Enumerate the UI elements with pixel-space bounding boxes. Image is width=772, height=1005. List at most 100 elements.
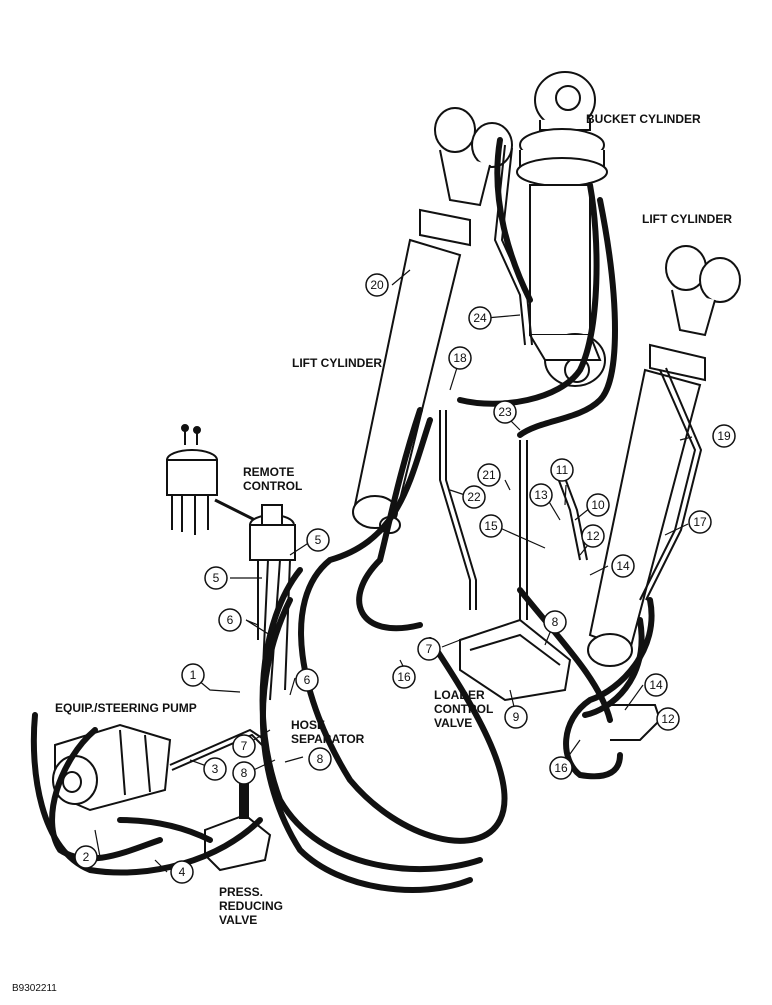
callout-14: 14 (644, 673, 668, 697)
callout-circle (448, 346, 472, 370)
callout-number: 22 (467, 490, 481, 504)
callout-number: 24 (473, 311, 487, 325)
callout-number: 7 (241, 739, 248, 753)
bucket-cylinder (516, 71, 608, 387)
right-lift-cylinder (587, 245, 741, 667)
callout-5: 5 (306, 528, 330, 552)
callout-circle (203, 757, 227, 781)
callout-circle (181, 663, 205, 687)
callout-circle (204, 566, 228, 590)
callout-number: 17 (693, 515, 707, 529)
equip-steering-pump-label: EQUIP./STEERING PUMP (55, 701, 197, 715)
callout-number: 8 (552, 615, 559, 629)
callout-15: 15 (479, 514, 503, 538)
callout-18: 18 (448, 346, 472, 370)
callout-9: 9 (504, 705, 528, 729)
callout-circle (468, 306, 492, 330)
callout-24: 24 (468, 306, 492, 330)
callout-number: 14 (616, 559, 630, 573)
callout-number: 19 (717, 429, 731, 443)
callout-7: 7 (417, 637, 441, 661)
callout-circle (529, 483, 553, 507)
callout-number: 18 (453, 351, 467, 365)
callout-circle (477, 463, 501, 487)
figure-code: B9302211 (12, 983, 57, 994)
callout-16: 16 (549, 756, 573, 780)
callout-number: 15 (484, 519, 498, 533)
callout-8: 8 (543, 610, 567, 634)
callout-1: 1 (181, 663, 205, 687)
callout-number: 1 (190, 668, 197, 682)
callout-circle (308, 747, 332, 771)
loader-control-valve (459, 618, 572, 702)
callout-circle (656, 707, 680, 731)
callout-22: 22 (462, 485, 486, 509)
callout-number: 6 (227, 613, 234, 627)
callout-circle (218, 608, 242, 632)
callout-number: 9 (513, 710, 520, 724)
callout-7: 7 (232, 734, 256, 758)
callout-number: 12 (661, 712, 675, 726)
callout-circle (295, 668, 319, 692)
callout-17: 17 (688, 510, 712, 534)
callout-circle (644, 673, 668, 697)
press-reducing-valve-label: PRESS. REDUCING VALVE (219, 885, 284, 927)
callout-number: 20 (370, 278, 384, 292)
callout-20: 20 (365, 273, 389, 297)
callout-14: 14 (611, 554, 635, 578)
callout-21: 21 (477, 463, 501, 487)
callout-circle (417, 637, 441, 661)
callout-number: 12 (586, 529, 600, 543)
callout-5: 5 (204, 566, 228, 590)
callout-6: 6 (218, 608, 242, 632)
callout-16: 16 (392, 665, 416, 689)
callout-circle (74, 845, 98, 869)
callout-number: 8 (241, 766, 248, 780)
remote-control (166, 424, 296, 701)
callout-6: 6 (295, 668, 319, 692)
callout-circle (232, 761, 256, 785)
callout-circle (365, 273, 389, 297)
callout-number: 13 (534, 488, 548, 502)
callout-circle (392, 665, 416, 689)
callout-13: 13 (529, 483, 553, 507)
callout-circle (170, 860, 194, 884)
callout-number: 7 (426, 642, 433, 656)
callout-number: 21 (482, 468, 496, 482)
callout-number: 10 (591, 498, 605, 512)
callout-8: 8 (308, 747, 332, 771)
callout-number: 2 (83, 850, 90, 864)
callout-circle (550, 458, 574, 482)
callout-circle (479, 514, 503, 538)
callout-11: 11 (550, 458, 574, 482)
callout-circle (493, 400, 517, 424)
callout-circle (232, 734, 256, 758)
callout-number: 16 (397, 670, 411, 684)
callout-10: 10 (586, 493, 610, 517)
bucket-cylinder-label: BUCKET CYLINDER (586, 112, 701, 126)
hose-separator-label: HOSE SEPARATOR (291, 718, 365, 746)
callout-circle (688, 510, 712, 534)
callout-circle (504, 705, 528, 729)
callout-number: 5 (213, 571, 220, 585)
callout-number: 8 (317, 752, 324, 766)
callout-number: 14 (649, 678, 663, 692)
callout-number: 4 (179, 865, 186, 879)
callout-number: 23 (498, 405, 512, 419)
callout-number: 11 (556, 463, 569, 477)
lift-cylinder-left-label: LIFT CYLINDER (292, 356, 382, 370)
callout-circle (581, 524, 605, 548)
loader-control-valve-label: LOADER CONTROL VALVE (434, 688, 494, 730)
callout-23: 23 (493, 400, 517, 424)
callout-circle (462, 485, 486, 509)
callout-12: 12 (581, 524, 605, 548)
callout-circle (586, 493, 610, 517)
remote-control-label: REMOTE CONTROL (243, 465, 303, 493)
callout-number: 3 (212, 762, 219, 776)
callout-number: 16 (554, 761, 568, 775)
callout-12: 12 (656, 707, 680, 731)
lift-cylinder-right-label: LIFT CYLINDER (642, 212, 732, 226)
